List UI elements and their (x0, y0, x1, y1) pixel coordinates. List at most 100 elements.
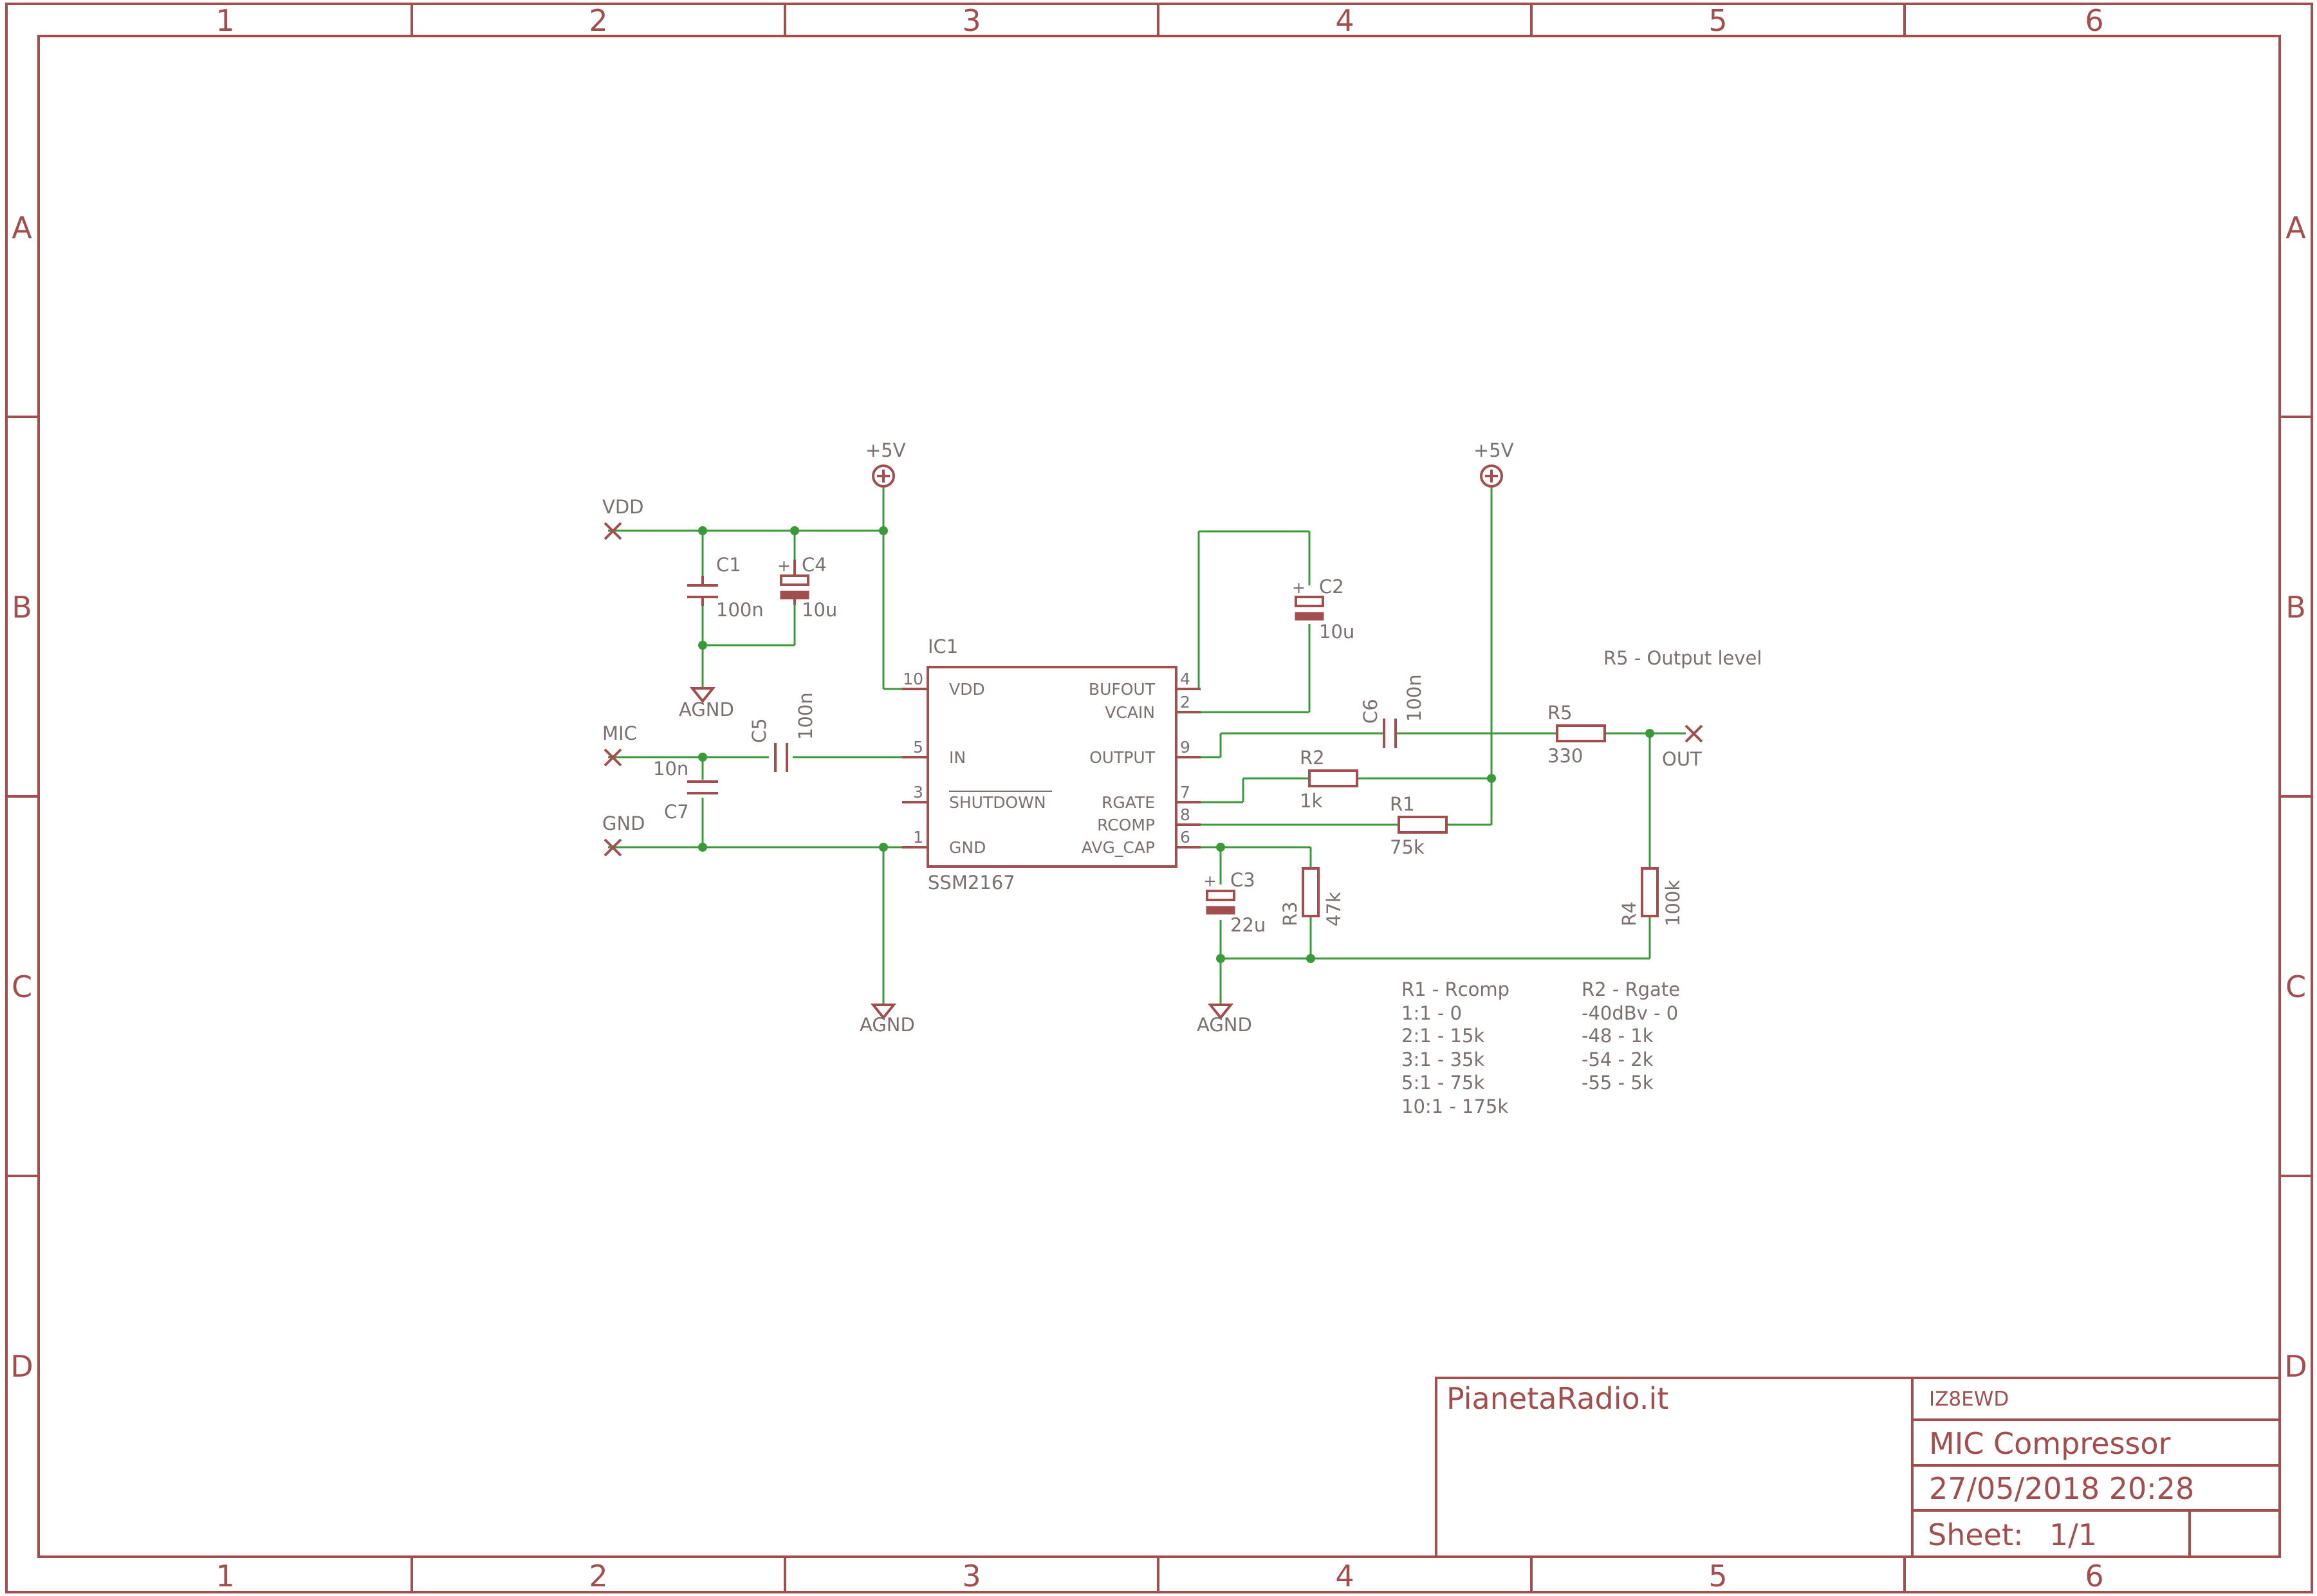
ic1-refdes: IC1 (928, 636, 958, 657)
note-rcomp-title: R1 - Rcomp (1401, 978, 1509, 1000)
c1-capacitor-symbol (687, 576, 718, 606)
out-port-marker (1685, 724, 1703, 743)
col-label-top: 1 (216, 3, 234, 38)
note-rcomp-row: 5:1 - 75k (1401, 1072, 1484, 1094)
r2-resistor-symbol (1308, 769, 1358, 787)
ic1-pin-name: SHUTDOWN (949, 793, 1046, 812)
c5-value: 100n (795, 692, 817, 740)
c6-capacitor-symbol (1383, 719, 1397, 748)
title-block: PianetaRadio.it IZ8EWD MIC Compressor 27… (1435, 1377, 2281, 1558)
port-label-out: OUT (1662, 748, 1702, 770)
note-rcomp-row: 2:1 - 15k (1401, 1025, 1484, 1047)
r2-value: 1k (1300, 790, 1322, 812)
c1-name: C1 (716, 554, 741, 576)
row-label-left: B (12, 590, 32, 625)
ic1-pin-num: 7 (1180, 783, 1190, 802)
col-label-bottom: 3 (962, 1559, 981, 1593)
supply-label-plus5v-left: +5V (865, 439, 906, 461)
c7-name: C7 (664, 801, 689, 823)
ic1-pin-name: GND (949, 838, 986, 857)
ic1-pin-num: 6 (1180, 828, 1190, 847)
ic1-pin-name: AVG_CAP (1082, 838, 1155, 857)
c3-name: C3 (1230, 869, 1255, 891)
ic1-pin-name: RGATE (1102, 793, 1155, 812)
c6-name: C6 (1360, 699, 1381, 724)
supply-label-agnd-bottom-left: AGND (860, 1014, 915, 1036)
plus5v-supply-left (872, 464, 895, 488)
agnd-symbol-bottom-right (1207, 1004, 1234, 1020)
col-label-bottom: 4 (1335, 1559, 1354, 1593)
gnd-port-marker (604, 838, 622, 857)
col-label-bottom: 2 (589, 1559, 607, 1593)
ic1-symbol (902, 666, 1201, 868)
c5-capacitor-symbol (774, 743, 788, 772)
row-label-left: C (12, 969, 32, 1004)
col-label-top: 6 (2085, 3, 2103, 38)
col-label-top: 5 (1708, 3, 1727, 38)
port-label-vdd: VDD (602, 496, 644, 518)
r4-resistor-symbol (1641, 867, 1659, 917)
agnd-symbol-bottom-left (870, 1004, 897, 1020)
r4-name: R4 (1618, 901, 1640, 926)
agnd-symbol-top (689, 687, 716, 704)
r2-name: R2 (1300, 747, 1325, 769)
note-rgate-row: -48 - 1k (1582, 1025, 1654, 1047)
col-label-top: 3 (962, 3, 981, 38)
ic1-pin-num: 3 (913, 783, 923, 802)
c5-name: C5 (748, 718, 770, 743)
note-rgate-row: -54 - 2k (1582, 1049, 1654, 1070)
r4-value: 100k (1662, 880, 1684, 926)
row-label-left: D (10, 1349, 33, 1384)
ic1-pin-name: OUTPUT (1089, 748, 1156, 767)
row-label-right: B (2285, 590, 2306, 625)
port-markers (604, 522, 1703, 857)
r3-resistor-symbol (1302, 867, 1320, 917)
c7-value: 10n (653, 758, 688, 780)
supply-label-plus5v-right: +5V (1473, 439, 1514, 461)
ic1-pin-name: VCAIN (1105, 703, 1155, 722)
supply-label-agnd-bottom-right: AGND (1197, 1014, 1252, 1036)
note-rgate-title: R2 - Rgate (1582, 978, 1680, 1000)
r1-value: 75k (1390, 836, 1425, 858)
ic1-pin-num: 10 (903, 670, 923, 688)
note-rcomp-row: 1:1 - 0 (1401, 1002, 1462, 1024)
vdd-port-marker (604, 522, 622, 540)
row-label-right: C (2285, 969, 2306, 1004)
c6-value: 100n (1403, 674, 1425, 722)
ic1-pin-name: RCOMP (1097, 816, 1155, 834)
row-label-right: D (2284, 1349, 2307, 1384)
r1-resistor-symbol (1398, 816, 1448, 834)
note-rcomp-row: 3:1 - 35k (1401, 1049, 1484, 1070)
r5-resistor-symbol (1556, 724, 1606, 742)
row-label-right: A (2285, 210, 2306, 245)
title-block-date: 27/05/2018 20:28 (1929, 1471, 2194, 1506)
note-r5-output-level: R5 - Output level (1603, 647, 1762, 669)
col-label-top: 4 (1335, 3, 1354, 38)
note-rgate-row: -40dBv - 0 (1582, 1002, 1678, 1024)
r3-name: R3 (1279, 901, 1301, 926)
supply-label-agnd-top: AGND (679, 699, 734, 720)
drawing-frame (5, 3, 2313, 1593)
c7-capacitor-symbol (687, 780, 718, 794)
col-label-bottom: 6 (2085, 1559, 2103, 1593)
wires (608, 488, 1686, 1005)
note-rcomp-row: 10:1 - 175k (1401, 1096, 1508, 1117)
title-block-sheet-label: Sheet: (1928, 1518, 2024, 1552)
ic1-pin-num: 1 (913, 828, 923, 847)
ic1-pin-num: 2 (1180, 693, 1190, 711)
ic1-pin-name: IN (949, 748, 966, 767)
c4-capacitor-symbol (780, 560, 809, 605)
ic1-pin-num: 4 (1180, 670, 1190, 688)
port-label-gnd: GND (602, 812, 645, 834)
r5-value: 330 (1547, 745, 1583, 767)
col-label-bottom: 5 (1708, 1559, 1727, 1593)
note-rgate-row: -55 - 5k (1582, 1072, 1654, 1094)
title-block-title: MIC Compressor (1929, 1426, 2171, 1461)
r3-value: 47k (1323, 892, 1345, 926)
ic1-pin-num: 5 (913, 738, 923, 757)
title-block-author: IZ8EWD (1929, 1388, 2009, 1411)
col-label-bottom: 1 (216, 1559, 234, 1593)
c3-polarity: + (1203, 872, 1217, 890)
junctions (698, 526, 1654, 963)
plus5v-supply-right (1480, 464, 1503, 488)
